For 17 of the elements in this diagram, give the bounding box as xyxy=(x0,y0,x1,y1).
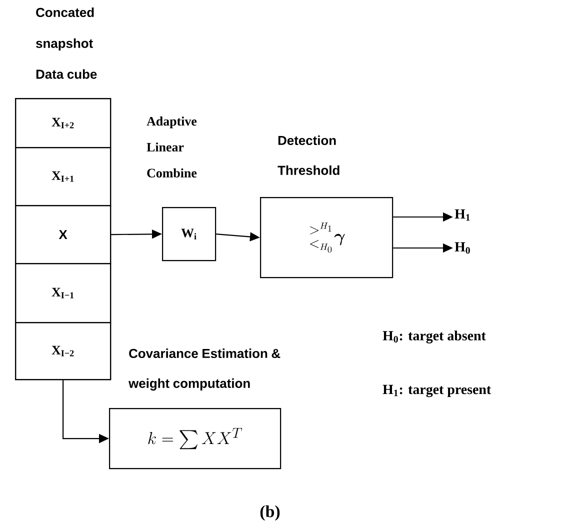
threshold-box: Detection Threshold $\genfrac{}{}{0pt}{}{>^{H_1}}{<_{H_0}}\boldsymbol{\gamma}$ xyxy=(260,136,394,278)
output-label: H$_{1}$ xyxy=(454,209,470,221)
data-cell: X$_{I−2}$ xyxy=(15,322,112,380)
output-label: H$_{0}$ xyxy=(454,242,470,254)
data-cell: X xyxy=(15,205,112,264)
node-label: Adaptive Linear Combine xyxy=(146,116,197,178)
data-cell: X$_{I+2}$ xyxy=(15,98,112,148)
node-label: Concated snapshot Data cube xyxy=(36,8,97,79)
caption: (b) xyxy=(260,505,280,521)
node-label: Covariance Estimation & weight computation xyxy=(128,348,280,391)
legend-note: H$_{0}$: target absent xyxy=(382,330,486,344)
data-cell: X$_{I+1}$ xyxy=(15,147,112,206)
covariance-box: Covariance Estimation & weight computation $k=\sum XX^{T}$ xyxy=(109,348,282,470)
legend-note: H$_{1}$: target present xyxy=(382,384,492,398)
weight-box: Adaptive Linear Combine W$_{i}$ xyxy=(146,116,216,262)
node-label: Detection Threshold xyxy=(278,136,340,175)
data-cell: X$_{I−1}$ xyxy=(15,263,112,324)
